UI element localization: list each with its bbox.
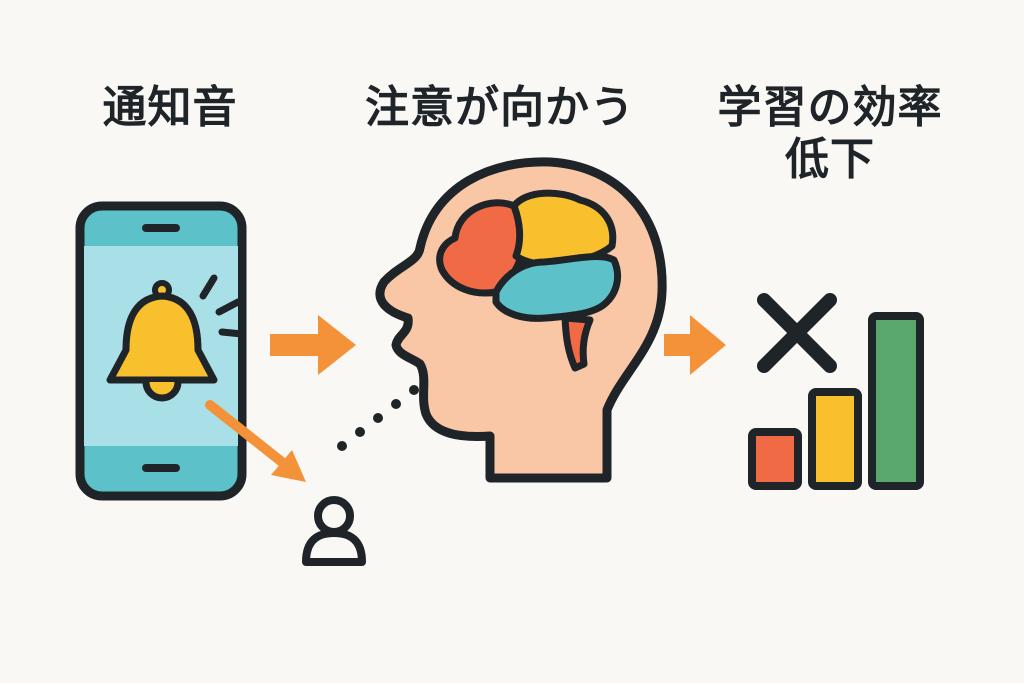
bar-high xyxy=(868,312,924,490)
arrow-right-icon xyxy=(270,315,356,375)
ringing-lines-icon xyxy=(199,274,246,338)
person-icon xyxy=(302,496,366,566)
arrow-right-icon xyxy=(664,315,726,375)
arrow-diagonal-icon xyxy=(205,400,306,482)
step-label-notification-sound: 通知音 xyxy=(102,82,238,133)
step-label-efficiency-drop: 学習の効率 低下 xyxy=(717,82,943,185)
x-mark-icon xyxy=(757,293,837,373)
step-label-attention: 注意が向かう xyxy=(365,82,635,133)
bar-chart-icon xyxy=(748,312,924,490)
bar-mid xyxy=(808,388,862,490)
bell-icon xyxy=(106,280,218,402)
brain-icon xyxy=(436,189,621,372)
bar-low xyxy=(748,428,802,490)
